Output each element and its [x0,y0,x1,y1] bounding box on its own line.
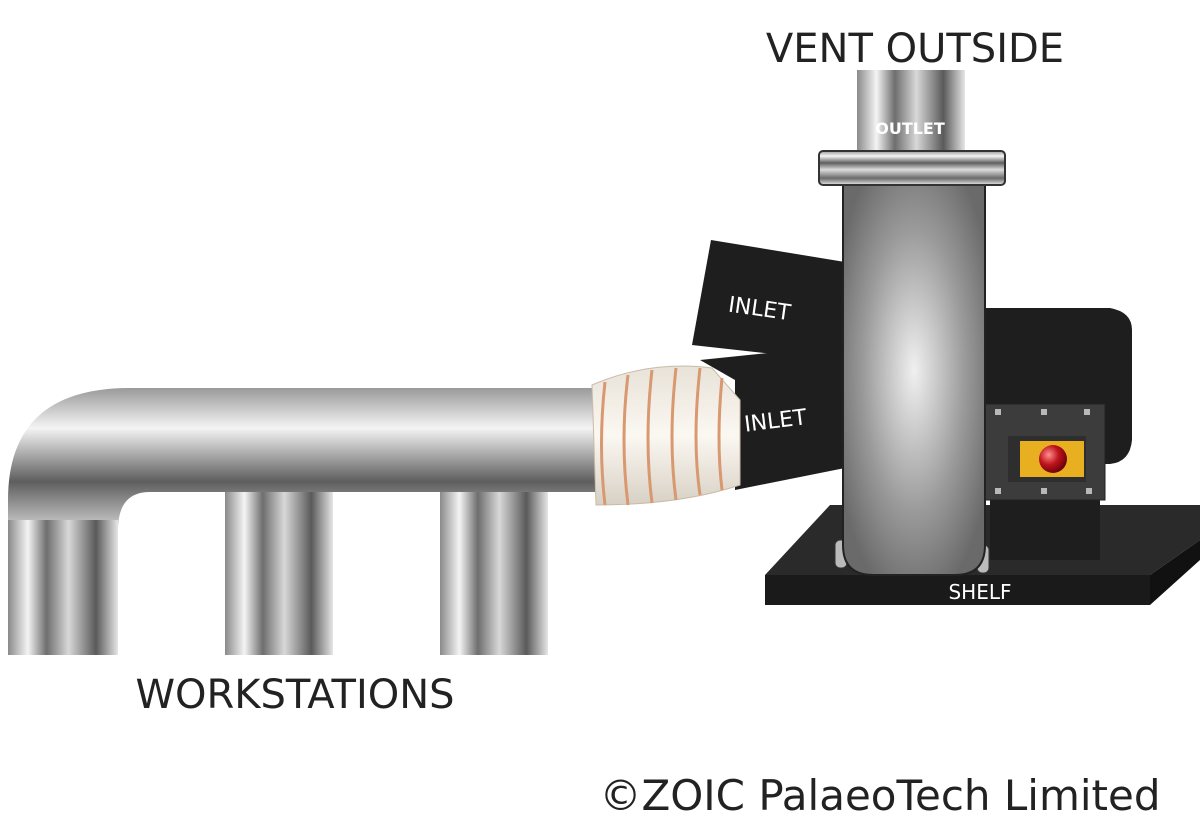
duct-pipework [8,388,600,655]
power-button[interactable] [1039,445,1067,473]
motor-lower-block [990,500,1100,560]
bolt-icons [995,409,1092,494]
shelf-label: SHELF [948,580,1011,604]
control-box [984,403,1106,501]
outlet-pipe [857,70,965,155]
outlet-flange [818,150,1006,186]
elbow-pipe [8,388,600,655]
copyright-notice: ©ZOIC PalaeoTech Limited [599,771,1160,820]
flexible-hose [591,365,741,506]
elbow-down-leg [8,520,118,655]
workstation-pipe-2 [440,492,548,655]
outlet-label: OUTLET [875,119,945,138]
vent-outside-label: VENT OUTSIDE [766,26,1064,72]
upper-inlet [692,240,845,362]
workstation-pipe-1 [225,492,333,655]
workstations-label: WORKSTATIONS [135,672,454,718]
fan-housing [842,181,986,576]
